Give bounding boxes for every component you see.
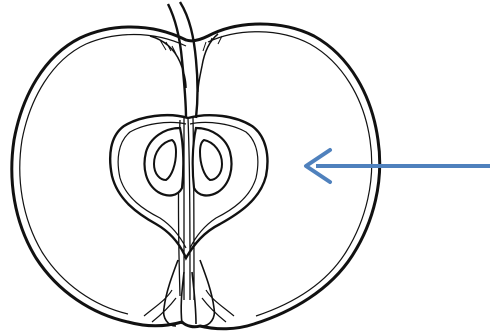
apple-diagram [0,0,493,336]
apple-cross-section-drawing [0,0,493,336]
